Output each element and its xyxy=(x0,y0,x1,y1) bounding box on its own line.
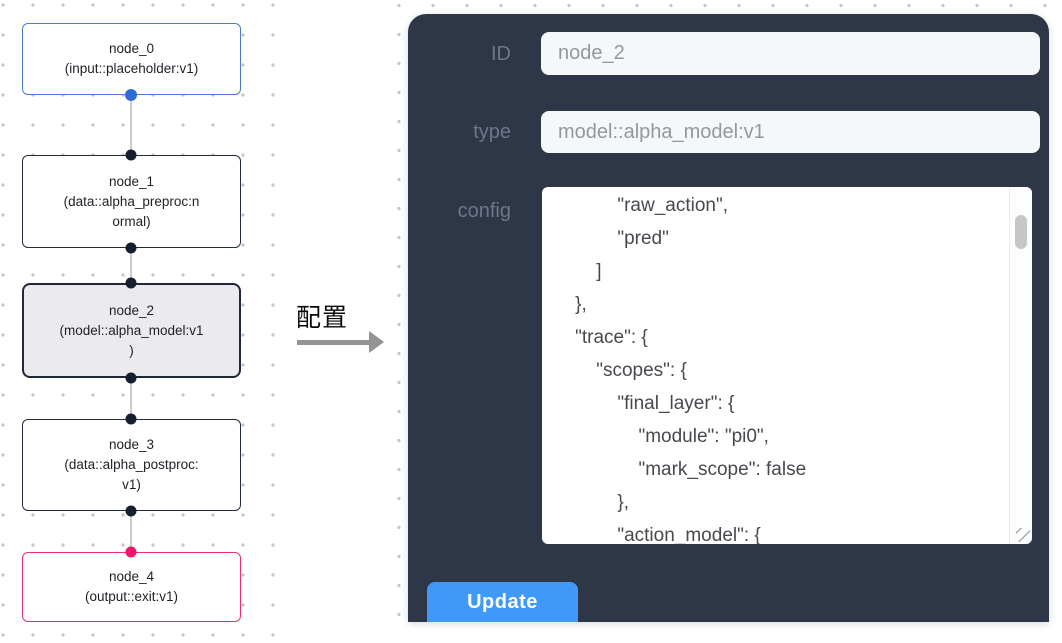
scrollbar-track[interactable] xyxy=(1009,187,1032,544)
node4-target-handle[interactable] xyxy=(125,546,137,558)
edge-node1-node2 xyxy=(130,248,132,283)
node2-source-handle[interactable] xyxy=(125,372,137,384)
type-input[interactable]: model::alpha_model:v1 xyxy=(541,111,1040,153)
node-type-label: (input::placeholder:v1) xyxy=(64,61,199,76)
node3-target-handle[interactable] xyxy=(125,413,137,425)
resize-handle-icon[interactable] xyxy=(1016,528,1030,542)
config-textarea[interactable]: "raw_action", "pred" ] }, "trace": { "sc… xyxy=(542,187,1032,544)
node-title: node_2 xyxy=(108,302,155,318)
node-title: node_1 xyxy=(108,173,155,189)
arrow-right-icon xyxy=(297,340,369,345)
edge-node3-node4 xyxy=(130,511,132,552)
node-config-panel: ID node_2 type model::alpha_model:v1 con… xyxy=(408,14,1049,622)
config-json-text: "raw_action", "pred" ] }, "trace": { "sc… xyxy=(575,195,807,544)
node1-target-handle[interactable] xyxy=(125,149,137,161)
node2-target-handle[interactable] xyxy=(125,277,137,289)
node-title: node_4 xyxy=(108,569,155,584)
id-input[interactable]: node_2 xyxy=(541,32,1040,75)
config-field-label: config xyxy=(457,200,511,222)
flow-node-preproc[interactable]: node_1 (data::alpha_preproc:n ormal) xyxy=(22,155,241,248)
update-button[interactable]: Update xyxy=(427,582,578,622)
node1-source-handle[interactable] xyxy=(125,242,137,254)
edge-node0-node1 xyxy=(130,95,132,155)
node3-source-handle[interactable] xyxy=(125,505,137,517)
node-type-label: (data::alpha_postproc: v1) xyxy=(64,457,199,492)
flow-node-model-selected[interactable]: node_2 (model::alpha_model:v1 ) xyxy=(22,283,241,378)
edge-node2-node3 xyxy=(130,378,132,419)
scrollbar-thumb[interactable] xyxy=(1015,215,1027,249)
id-field-label: ID xyxy=(491,43,511,65)
arrow-right-icon-head xyxy=(369,331,384,353)
flow-node-postproc[interactable]: node_3 (data::alpha_postproc: v1) xyxy=(22,419,241,511)
node-type-label: (model::alpha_model:v1 ) xyxy=(59,322,204,358)
flow-node-output[interactable]: node_4 (output::exit:v1) xyxy=(22,552,241,622)
config-annotation-label: 配置 xyxy=(296,304,349,332)
node-title: node_0 xyxy=(108,41,155,56)
node0-source-handle[interactable] xyxy=(125,89,137,101)
node-title: node_3 xyxy=(108,437,155,452)
flow-node-input[interactable]: node_0 (input::placeholder:v1) xyxy=(22,23,241,95)
node-type-label: (data::alpha_preproc:n ormal) xyxy=(63,193,200,229)
node-type-label: (output::exit:v1) xyxy=(84,589,179,604)
type-field-label: type xyxy=(473,121,511,143)
